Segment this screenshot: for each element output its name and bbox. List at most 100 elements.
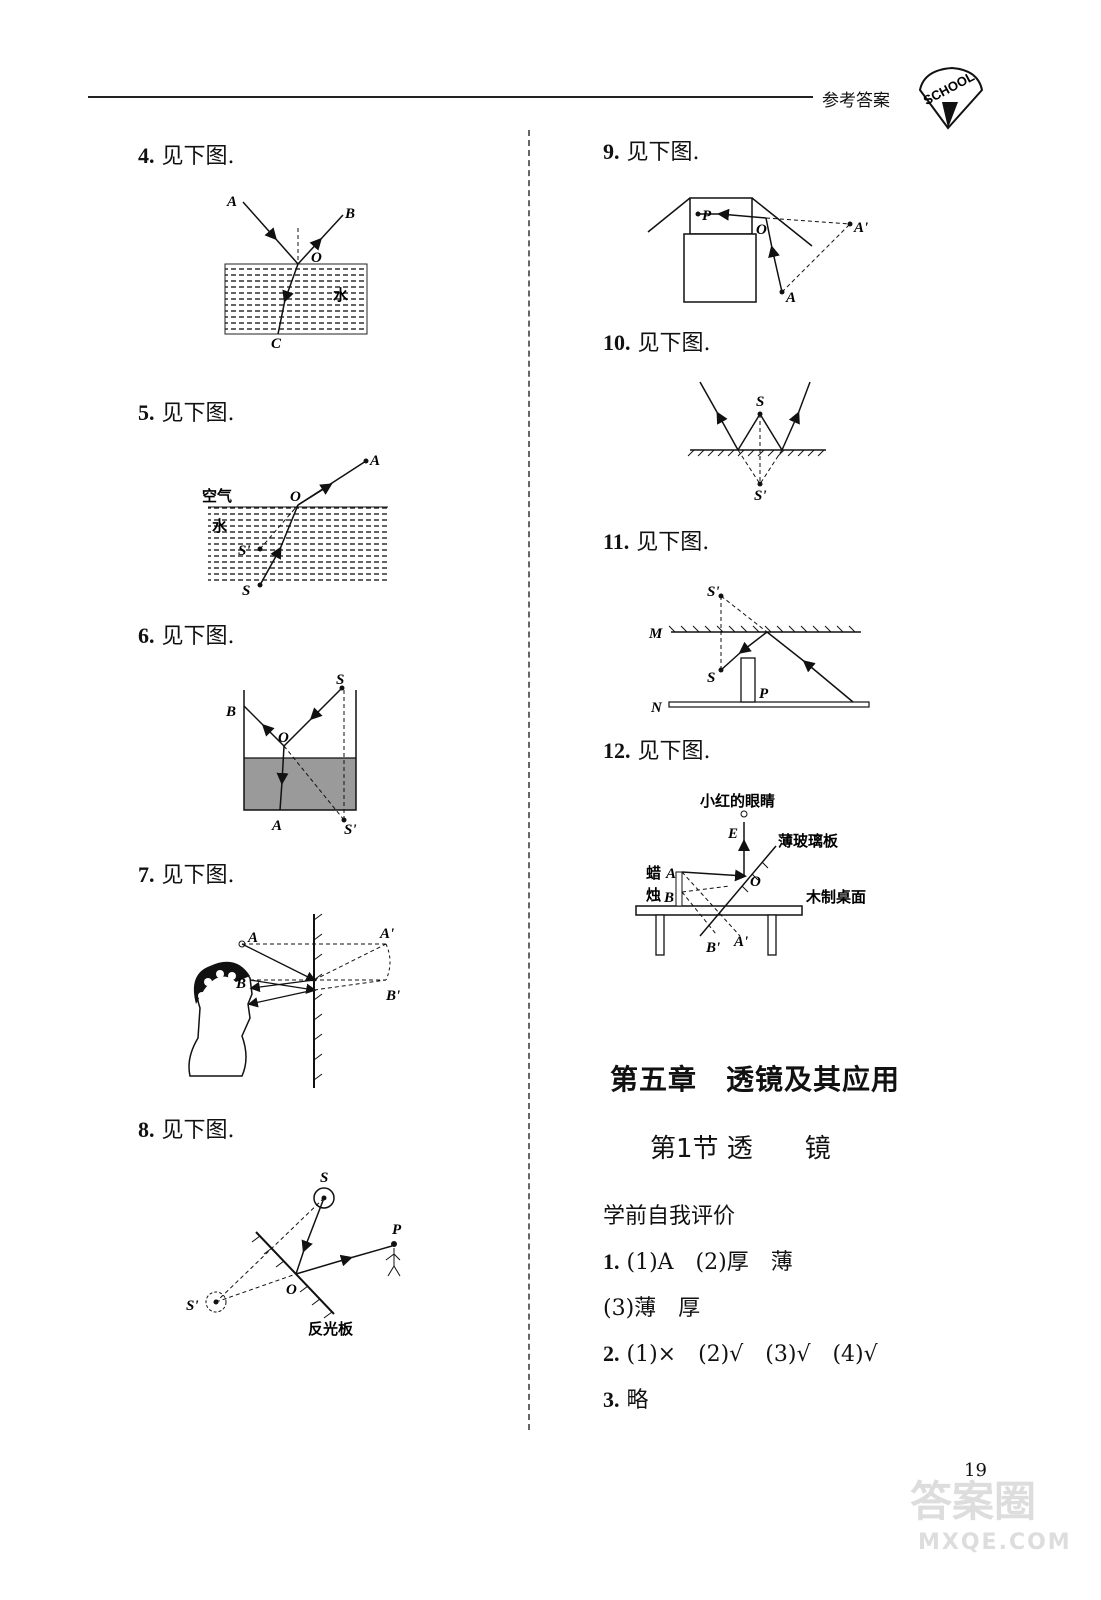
label-eye: 小红的眼睛 <box>700 792 775 810</box>
header-title: 参考答案 <box>822 91 890 111</box>
label-S-prime: S' <box>186 1298 199 1314</box>
label-B: B <box>225 704 236 720</box>
label-candle-1: 蜡 <box>646 864 661 882</box>
question-4: 4. 见下图. <box>138 138 235 170</box>
label-candle-2: 烛 <box>646 886 661 904</box>
label-P: P <box>759 686 769 702</box>
label-glass: 薄玻璃板 <box>778 832 839 850</box>
column-divider <box>528 130 530 1430</box>
label-water: 水 <box>333 286 349 304</box>
label-O: O <box>750 874 761 890</box>
answer-item: 3. 略 <box>603 1382 649 1414</box>
question-text: 见下图. <box>637 739 711 764</box>
question-6: 6. 见下图. <box>138 618 235 650</box>
label-S: S <box>707 670 715 686</box>
question-number: 7. <box>138 862 155 887</box>
question-text: 见下图. <box>161 624 235 649</box>
question-12: 12. 见下图. <box>603 733 711 765</box>
label-A: A <box>665 866 676 882</box>
header-rule <box>88 96 813 98</box>
answer-number: 1. <box>603 1249 620 1274</box>
question-8: 8. 见下图. <box>138 1112 235 1144</box>
label-A: A <box>271 818 282 834</box>
label-A-prime: A' <box>379 926 394 942</box>
question-text: 见下图. <box>636 530 710 555</box>
label-O: O <box>286 1282 297 1298</box>
answer-item: 1. (1)A (2)厚 薄 <box>603 1244 793 1276</box>
figure-q9: P O A' A <box>647 197 868 306</box>
question-11: 11. 见下图. <box>603 524 709 556</box>
section-title: 第1节 透 镜 <box>650 1134 831 1164</box>
label-O: O <box>278 730 289 746</box>
question-text: 见下图. <box>161 1118 235 1143</box>
answer-number: 2. <box>603 1341 620 1366</box>
answer-item: (3)薄 厚 <box>603 1290 700 1322</box>
question-7: 7. 见下图. <box>138 857 235 889</box>
question-number: 12. <box>603 738 631 763</box>
question-9: 9. 见下图. <box>603 134 700 166</box>
question-5: 5. 见下图. <box>138 395 235 427</box>
figure-q8: S P S' O 反光板 <box>186 1170 402 1338</box>
answer-text: (1)A (2)厚 薄 <box>626 1250 793 1275</box>
figure-q7: A B A' B' <box>188 913 400 1088</box>
label-water: 水 <box>212 517 228 535</box>
label-A: A <box>247 930 258 946</box>
label-B: B <box>344 206 355 222</box>
label-P: P <box>702 208 712 224</box>
label-O: O <box>756 222 767 238</box>
answer-text: (1)× (2)√ (3)√ (4)√ <box>626 1342 878 1367</box>
label-A: A <box>226 194 237 210</box>
label-B-prime: B' <box>705 940 720 956</box>
question-number: 9. <box>603 139 620 164</box>
question-number: 10. <box>603 330 631 355</box>
question-number: 11. <box>603 529 630 554</box>
chapter-title: 第五章 透镜及其应用 <box>610 1063 901 1096</box>
label-S: S <box>756 394 764 410</box>
label-S-prime: S' <box>344 822 357 838</box>
label-S-prime: S' <box>754 488 767 504</box>
figure-q5: A 空气 O 水 S' S <box>202 453 388 599</box>
label-O: O <box>290 489 301 505</box>
watermark-url: MXQE.COM <box>918 1530 1072 1555</box>
label-B: B <box>663 890 674 906</box>
figure-q6: S B O A S' <box>225 672 357 838</box>
page-number: 19 <box>964 1460 987 1481</box>
label-M: M <box>648 626 663 642</box>
question-10: 10. 见下图. <box>603 325 711 357</box>
label-A: A <box>369 453 380 469</box>
answer-item: 2. (1)× (2)√ (3)√ (4)√ <box>603 1336 878 1368</box>
label-air: 空气 <box>202 487 232 505</box>
head-figure <box>188 940 253 1077</box>
self-eval-heading: 学前自我评价 <box>603 1204 736 1229</box>
answer-number: 3. <box>603 1387 620 1412</box>
question-number: 6. <box>138 623 155 648</box>
label-C: C <box>271 336 282 352</box>
label-board: 反光板 <box>308 1320 354 1338</box>
question-number: 8. <box>138 1117 155 1142</box>
label-S-prime: S' <box>707 584 720 600</box>
label-B: B <box>235 976 246 992</box>
figure-q11: S' M S P N <box>648 584 870 716</box>
answer-text: 略 <box>626 1388 649 1413</box>
figure-q10: S S' <box>687 381 826 504</box>
answer-text: (3)薄 厚 <box>603 1296 701 1321</box>
question-text: 见下图. <box>626 140 700 165</box>
figure-q12: 小红的眼睛 E 薄玻璃板 蜡 烛 A B O 木制桌面 B' A' <box>635 792 866 956</box>
question-text: 见下图. <box>161 144 235 169</box>
label-P: P <box>392 1222 402 1238</box>
watermark: 答案圈 <box>910 1477 1037 1526</box>
label-N: N <box>650 700 663 716</box>
label-A-prime: A' <box>853 220 868 236</box>
label-S: S <box>336 672 344 688</box>
question-number: 4. <box>138 143 155 168</box>
question-text: 见下图. <box>161 401 235 426</box>
question-number: 5. <box>138 400 155 425</box>
question-text: 见下图. <box>161 863 235 888</box>
label-S-prime: S' <box>238 543 251 559</box>
label-A: A <box>785 290 796 306</box>
figure-q4: A B O 水 C <box>224 194 368 352</box>
label-table: 木制桌面 <box>805 888 866 906</box>
label-O: O <box>311 250 322 266</box>
label-A-prime: A' <box>733 934 748 950</box>
label-S: S <box>320 1170 328 1186</box>
